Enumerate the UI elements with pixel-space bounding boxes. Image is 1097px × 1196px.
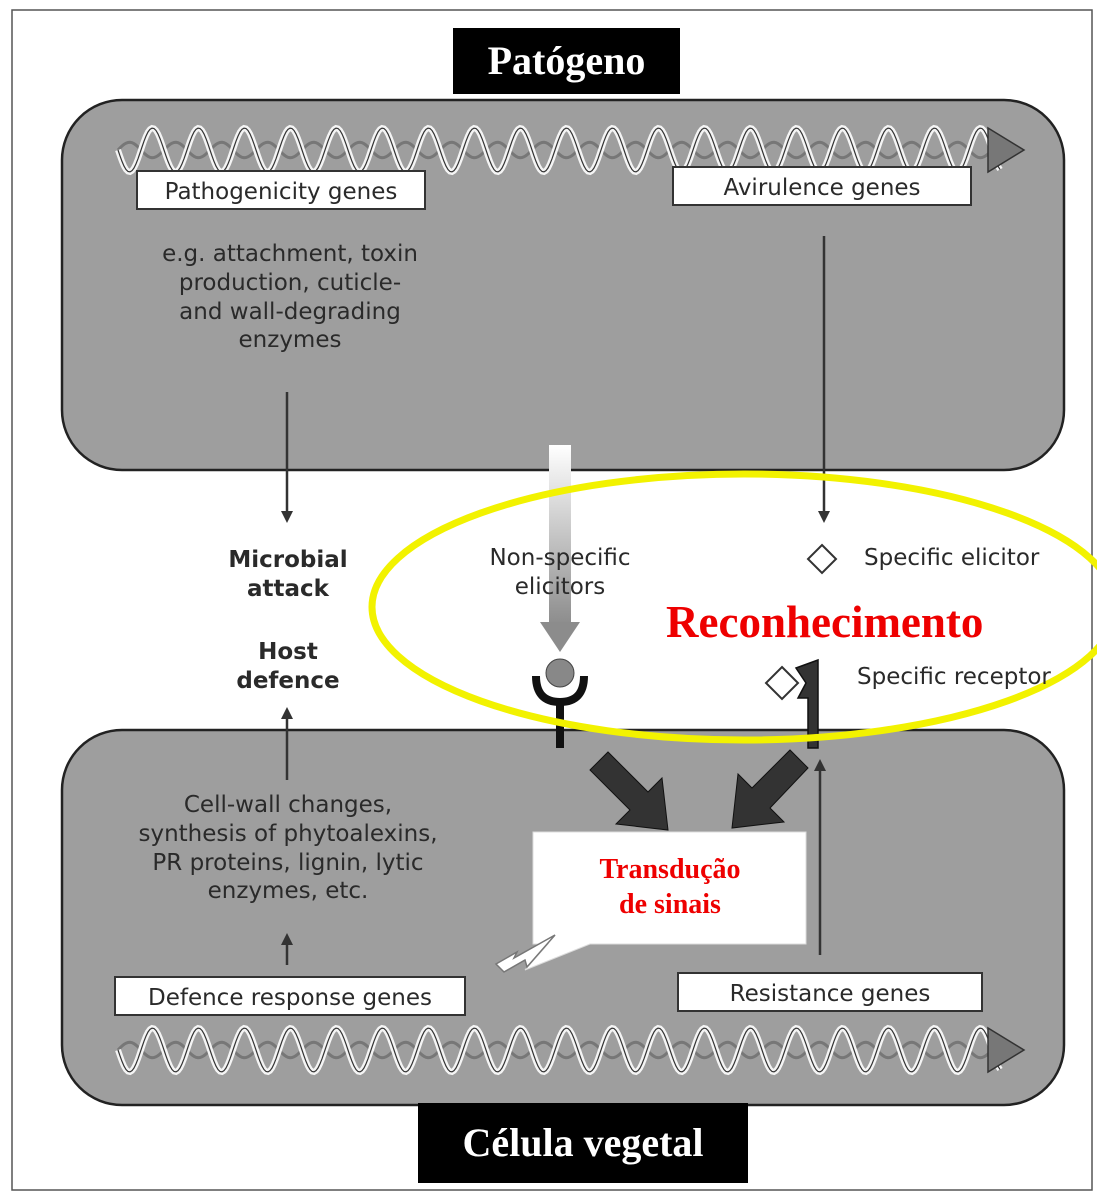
defence-responses-text: Cell-wall changes, synthesis of phytoale… bbox=[100, 791, 476, 906]
defence-responses-line: synthesis of phytoalexins, bbox=[138, 820, 438, 847]
helix-strand-outline bbox=[117, 1027, 1001, 1073]
signal-transduction-callout bbox=[524, 831, 807, 971]
bound-elicitor-diamond bbox=[764, 665, 800, 701]
signal-arrow-right bbox=[731, 749, 809, 829]
defence-response-genes-box: Defence response genes bbox=[114, 976, 466, 1016]
pathogenicity-examples-line: and wall-degrading bbox=[179, 298, 401, 325]
resistance-genes-box: Resistance genes bbox=[677, 972, 983, 1012]
host-defence-label: Host defence bbox=[190, 638, 386, 696]
microbial-attack-label: Microbial attack bbox=[190, 546, 386, 604]
defence-responses-line: Cell-wall changes, bbox=[183, 792, 393, 818]
specific-elicitor-label: Specific elicitor bbox=[864, 545, 1040, 571]
defence-responses-line: enzymes, etc. bbox=[207, 878, 369, 905]
pathogenicity-genes-box: Pathogenicity genes bbox=[136, 170, 426, 210]
plant-dna-helix bbox=[115, 1024, 1026, 1076]
non-specific-elicitors-line: elicitors bbox=[514, 573, 606, 600]
signal-transduction-line: de sinais bbox=[619, 889, 721, 920]
signal-arrow-left bbox=[589, 751, 669, 831]
pathogen-heading: Patógeno bbox=[453, 28, 680, 94]
pathogenicity-examples-line: e.g. attachment, toxin bbox=[162, 241, 418, 267]
specific-receptor bbox=[794, 658, 819, 749]
non-specific-elicitors-label: Non-specific elicitors bbox=[460, 544, 660, 602]
specific-elicitor-diamond bbox=[806, 543, 838, 575]
figure-frame bbox=[11, 9, 1093, 1191]
signal-to-defence-genes-arrow bbox=[494, 934, 556, 973]
recognition-highlight-ellipse bbox=[368, 470, 1097, 744]
signal-transduction-line: Transdução bbox=[599, 854, 741, 885]
specific-receptor-label: Specific receptor bbox=[857, 664, 1051, 690]
non-specific-elicitors-line: Non-specific bbox=[489, 545, 631, 571]
host-defence-line: defence bbox=[236, 667, 340, 694]
helix-arrow-head bbox=[987, 126, 1026, 174]
non-specific-elicitor-ball bbox=[545, 658, 575, 688]
avirulence-genes-box: Avirulence genes bbox=[672, 166, 972, 206]
non-specific-elicitor-arrow-head bbox=[540, 622, 580, 652]
recognition-label: Reconhecimento bbox=[666, 597, 984, 647]
defence-responses-line: PR proteins, lignin, lytic bbox=[152, 849, 424, 876]
pathogenicity-examples: e.g. attachment, toxin production, cutic… bbox=[110, 240, 470, 355]
plant-cell-heading: Célula vegetal bbox=[418, 1103, 748, 1183]
pathogenicity-examples-line: enzymes bbox=[238, 327, 342, 354]
signal-transduction-label: Transdução de sinais bbox=[540, 852, 800, 922]
host-defence-line: Host bbox=[258, 639, 318, 665]
microbial-attack-line: attack bbox=[247, 575, 329, 602]
pathogenicity-examples-line: production, cuticle- bbox=[178, 269, 402, 296]
microbial-attack-line: Microbial bbox=[228, 547, 348, 573]
helix-arrow-head bbox=[987, 1026, 1026, 1074]
